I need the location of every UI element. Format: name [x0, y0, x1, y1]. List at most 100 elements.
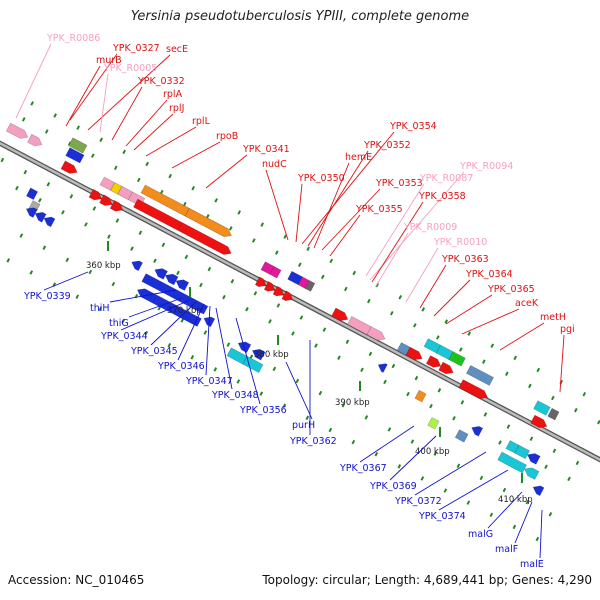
label-leader-line	[69, 53, 118, 121]
track-guide-dot	[329, 258, 334, 264]
track-guide-dot	[437, 388, 442, 393]
track-guide-dot	[259, 391, 264, 396]
gene-feature	[25, 207, 38, 218]
label-leader-line	[419, 264, 447, 309]
track-guide-dot	[291, 331, 295, 336]
track-guide-dot	[360, 367, 364, 373]
label-leader-line	[145, 126, 197, 157]
track-guide-dot	[502, 487, 507, 493]
track-guide-dot	[42, 245, 47, 250]
gene-feature	[254, 276, 267, 288]
track-guide-dot	[459, 347, 463, 352]
label-leader-line	[487, 491, 523, 529]
track-guide-dot	[452, 416, 456, 421]
track-guide-dot	[398, 295, 403, 300]
gene-label: aceK	[515, 298, 539, 309]
track-guide-dot	[552, 448, 557, 454]
gene-label: YPK_0353	[375, 178, 423, 189]
figure-title: Yersinia pseudotuberculosis YPIII, compl…	[130, 9, 470, 24]
scale-label: 400 kbp	[415, 447, 450, 457]
gene-feature	[164, 273, 179, 286]
track-guide-dot	[410, 439, 415, 444]
track-guide-dot	[528, 383, 532, 389]
track-guide-dot	[536, 367, 541, 373]
track-guide-dot	[482, 359, 486, 364]
gene-feature	[136, 288, 202, 327]
track-guide-dot	[98, 306, 103, 312]
label-leader-line	[445, 294, 493, 325]
track-guide-dot	[107, 234, 111, 239]
gene-feature	[269, 265, 282, 279]
track-guide-dot	[352, 270, 357, 276]
gene-label: YPK_0365	[487, 284, 535, 295]
track-guide-dot	[406, 391, 410, 397]
track-guide-dot	[145, 161, 149, 167]
track-guide-dot	[144, 330, 149, 336]
gene-feature	[88, 188, 103, 201]
track-guide-dot	[321, 274, 325, 280]
backbone-line	[0, 141, 600, 462]
gene-label: purH	[292, 420, 315, 431]
track-guide-dot	[489, 512, 494, 518]
track-guide-dot	[513, 355, 518, 361]
label-leader-line	[375, 232, 409, 287]
gene-feature	[347, 315, 372, 336]
label-leader-line	[235, 317, 261, 405]
label-leader-line	[359, 425, 415, 463]
track-guide-dot	[115, 218, 120, 223]
track-guide-dot	[90, 153, 95, 158]
gene-feature	[414, 389, 427, 403]
track-guide-dot	[490, 343, 495, 348]
track-guide-dot	[222, 294, 226, 300]
gene-feature	[425, 355, 442, 368]
gene-feature	[133, 198, 183, 231]
track-guide-dot	[53, 113, 57, 118]
label-leader-line	[371, 201, 424, 283]
track-guide-dot	[153, 258, 157, 264]
track-guide-dot	[84, 222, 88, 227]
gene-label: YPK_R0005	[103, 63, 157, 74]
gene-feature	[547, 407, 560, 421]
track-guide-dot	[506, 424, 511, 429]
track-guide-dot	[383, 379, 387, 385]
track-guide-dot	[168, 173, 172, 179]
track-guide-dot	[413, 323, 417, 328]
track-guide-dot	[251, 238, 256, 243]
track-guide-dot	[76, 125, 80, 130]
label-leader-line	[65, 65, 101, 127]
track-guide-dot	[467, 331, 472, 336]
track-guide-dot	[525, 499, 530, 505]
track-guide-dot	[29, 270, 34, 275]
gene-feature	[154, 268, 168, 280]
gene-feature	[458, 379, 489, 400]
track-guide-dot	[69, 194, 74, 199]
gene-label: YPK_0372	[394, 496, 442, 507]
track-guide-dot	[226, 342, 231, 347]
track-guide-dot	[460, 400, 465, 405]
track-guide-dot	[283, 234, 288, 239]
track-guide-dot	[75, 294, 80, 299]
gene-feature	[454, 429, 469, 443]
track-guide-dot	[136, 177, 141, 183]
track-guide-dot	[582, 391, 587, 397]
gene-feature	[272, 285, 285, 297]
track-guide-dot	[443, 488, 448, 493]
label-leader-line	[285, 361, 313, 420]
label-leader-line	[120, 299, 191, 331]
gene-label: YPK_0362	[289, 436, 337, 447]
gene-label: YPK_0327	[112, 43, 160, 54]
track-guide-dot	[190, 355, 195, 360]
track-guide-dot	[21, 117, 26, 122]
gene-label: malG	[468, 529, 493, 540]
label-leader-line	[215, 307, 233, 390]
track-guide-dot	[191, 185, 195, 191]
track-guide-dot	[245, 307, 249, 312]
reverse-gene-labels: YPK_0339thiHthiGYPK_0344YPK_0345YPK_0346…	[23, 271, 544, 570]
label-leader-line	[514, 501, 533, 544]
gene-feature	[263, 281, 276, 292]
gene-feature	[366, 326, 386, 341]
track-guide-dot	[92, 206, 97, 211]
track-guide-dot	[44, 129, 49, 134]
track-guide-dot	[253, 291, 258, 296]
gene-label: YPK_0374	[418, 511, 466, 522]
